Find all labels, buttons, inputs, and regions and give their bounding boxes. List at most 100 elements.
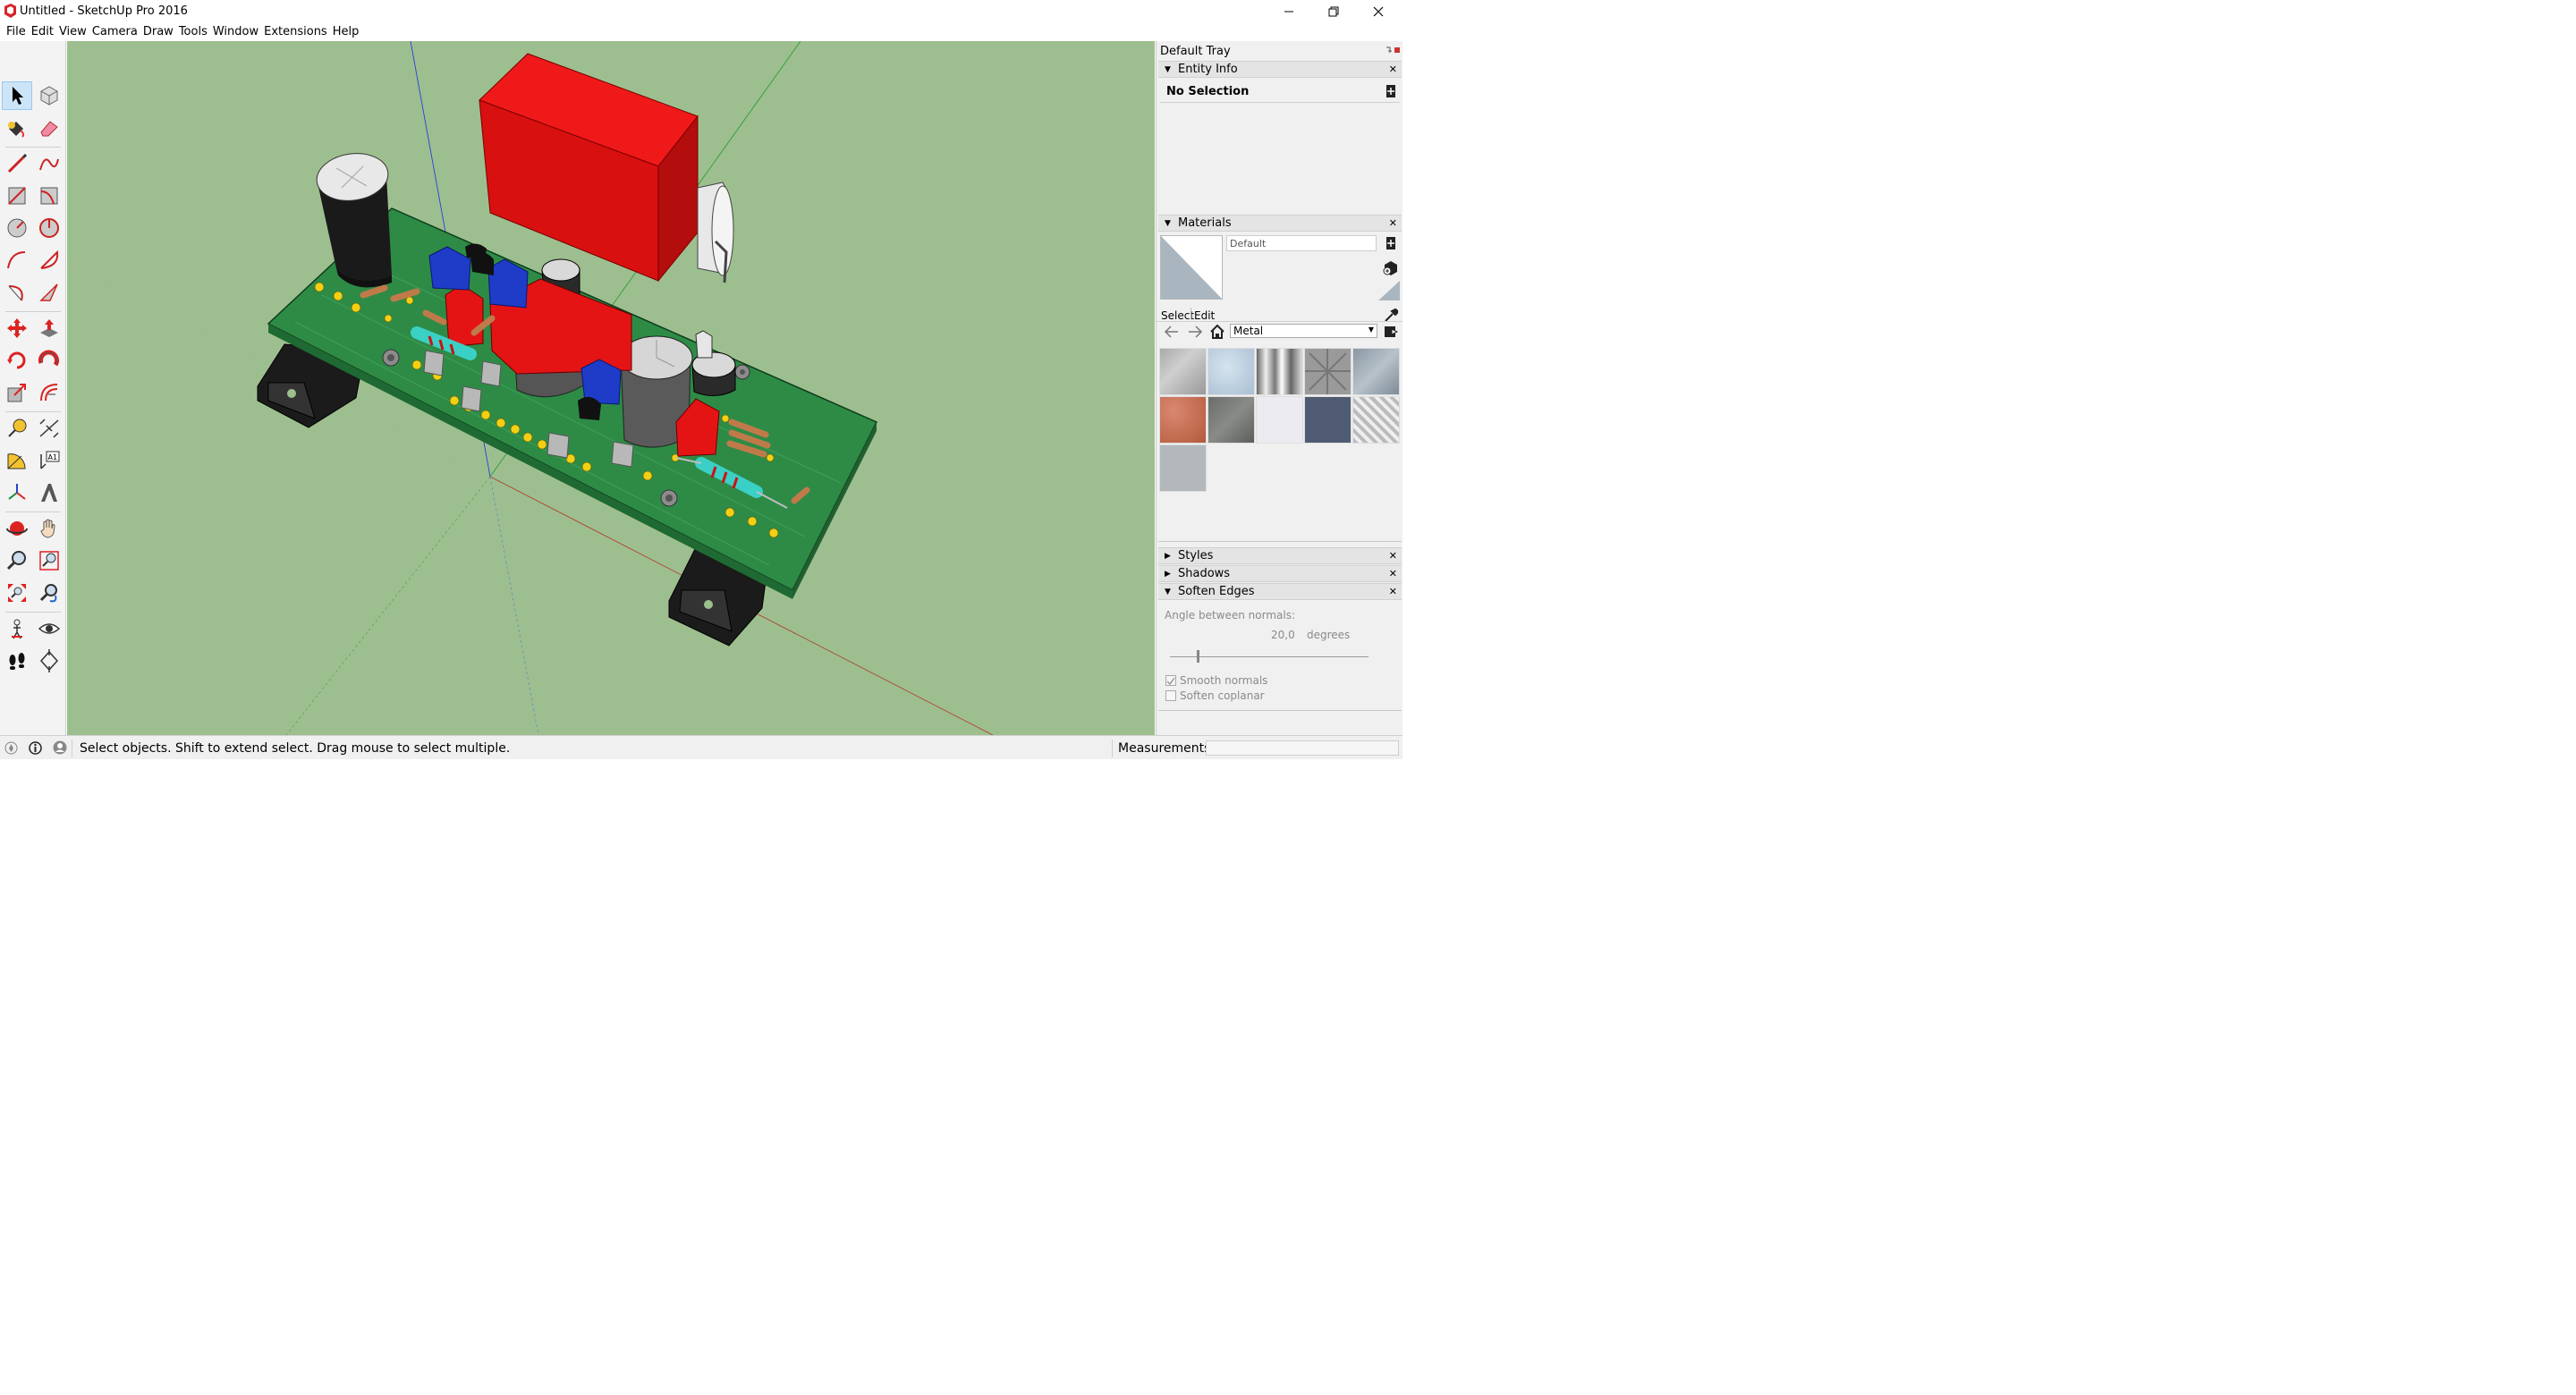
restore-button[interactable] [1311,0,1356,23]
menu-file[interactable]: File [6,25,26,38]
back-arrow-icon[interactable] [1164,325,1180,339]
smooth-normals-checkbox[interactable] [1165,675,1176,686]
panel-close-icon[interactable]: ✕ [1388,568,1397,579]
materials-tab-select[interactable]: Select [1161,309,1195,322]
rotate-tool-button[interactable] [2,346,32,375]
shadows-panel-header[interactable]: ▶ Shadows ✕ [1158,565,1402,582]
text-tool-button[interactable]: A1 [34,446,64,475]
dimension-tool-button[interactable] [34,414,64,443]
material-swatch-metal-8[interactable] [1304,396,1352,444]
pan-tool-button[interactable] [34,514,64,543]
panel-close-icon[interactable]: ✕ [1388,550,1397,562]
material-swatch-metal-7[interactable] [1256,396,1303,444]
circle-tool-button[interactable] [2,214,32,242]
measurements-label: Measurements [1118,741,1211,756]
offset-tool-button[interactable] [34,378,64,407]
details-toggle-icon[interactable] [1385,84,1396,98]
styles-panel-header[interactable]: ▶ Styles ✕ [1158,547,1402,564]
angle-slider[interactable] [1170,656,1368,657]
measurements-input[interactable] [1206,740,1399,756]
details-toggle-icon[interactable] [1385,236,1396,250]
home-icon[interactable] [1209,324,1225,340]
paint-bucket-tool-button[interactable] [2,114,32,142]
soften-coplanar-label: Soften coplanar [1180,689,1265,702]
panel-close-icon[interactable]: ✕ [1388,586,1397,597]
close-icon [1373,6,1384,17]
credits-info-icon[interactable] [29,741,42,755]
zoom-window-tool-button[interactable] [34,546,64,575]
protractor-tool-button[interactable] [2,446,32,475]
material-swatch-metal-9[interactable] [1159,444,1207,492]
materials-tab-edit[interactable]: Edit [1194,309,1216,321]
two-point-arc-tool-button[interactable] [2,278,32,307]
component-icon [40,86,58,106]
create-material-icon[interactable] [1382,258,1400,275]
move-tool-button[interactable] [2,314,32,342]
menu-help[interactable]: Help [332,25,360,38]
zoom-tool-button[interactable] [2,546,32,575]
model-viewport[interactable] [67,41,1155,735]
divider [1158,710,1402,711]
material-swatch-metal-3[interactable] [1256,348,1303,395]
geo-location-icon[interactable] [4,741,18,755]
material-swatch-metal-6[interactable] [1208,396,1255,444]
material-name-field[interactable] [1226,235,1377,251]
menu-draw[interactable]: Draw [142,25,174,38]
rotated-rectangle-tool-button[interactable] [34,182,64,210]
details-menu-icon[interactable] [1383,324,1399,340]
entity-info-panel-header[interactable]: ▼ Entity Info ✕ [1158,61,1402,78]
follow-me-tool-button[interactable] [34,346,64,375]
zoom-extents-tool-button[interactable] [2,579,32,607]
arc-tool-button[interactable] [2,246,32,275]
material-swatch-diamond-plate[interactable] [1352,396,1400,444]
menu-edit[interactable]: Edit [30,25,54,38]
3d-text-tool-button[interactable] [34,478,64,507]
menu-extensions[interactable]: Extensions [264,25,327,38]
panel-close-icon[interactable]: ✕ [1388,217,1397,229]
user-account-icon[interactable] [53,740,67,755]
push-pull-tool-button[interactable] [34,314,64,342]
material-swatch-rust[interactable] [1159,396,1207,444]
axes-tool-button[interactable] [2,478,32,507]
forward-arrow-icon[interactable] [1187,325,1203,339]
select-tool-button[interactable] [2,81,32,110]
menu-tools[interactable]: Tools [178,25,208,38]
minimize-button[interactable] [1267,0,1311,23]
freehand-tool-button[interactable] [34,149,64,178]
menu-camera[interactable]: Camera [91,25,138,38]
three-point-arc-tool-button[interactable] [34,278,64,307]
tray-pin-close-icon[interactable] [1385,46,1400,55]
previous-view-tool-button[interactable] [34,579,64,607]
menu-window[interactable]: Window [212,25,259,38]
offset-icon [40,384,58,402]
material-library-select[interactable]: Metal ▼ [1230,324,1377,338]
soften-edges-panel-header[interactable]: ▼ Soften Edges ✕ [1158,583,1402,600]
polygon-tool-button[interactable] [34,214,64,242]
position-camera-tool-button[interactable] [2,614,32,643]
line-tool-button[interactable] [2,149,32,178]
material-swatch-metal-2[interactable] [1208,348,1255,395]
section-plane-tool-button[interactable] [34,647,64,675]
make-component-tool-button[interactable] [34,81,64,110]
soften-coplanar-checkbox[interactable] [1165,690,1176,701]
eraser-tool-button[interactable] [34,114,64,142]
angle-slider-thumb[interactable] [1197,650,1199,663]
menu-view[interactable]: View [58,25,87,38]
pie-tool-button[interactable] [34,246,64,275]
look-around-tool-button[interactable] [34,614,64,643]
look-around-icon [38,623,61,634]
close-button[interactable] [1356,0,1401,23]
eyedropper-icon[interactable] [1383,307,1399,323]
tape-measure-tool-button[interactable] [2,414,32,443]
panel-close-icon[interactable]: ✕ [1388,63,1397,75]
material-swatch-metal-1[interactable] [1159,348,1207,395]
rectangle-tool-button[interactable] [2,182,32,210]
scale-tool-button[interactable] [2,378,32,407]
material-swatch-metal-5[interactable] [1352,348,1400,395]
material-preview [1160,235,1223,300]
material-swatch-metal-4[interactable] [1304,348,1352,395]
walk-tool-button[interactable] [2,647,32,675]
materials-panel-header[interactable]: ▼ Materials ✕ [1158,215,1402,232]
angle-value: 20,0 [1271,629,1295,641]
orbit-tool-button[interactable] [2,514,32,543]
